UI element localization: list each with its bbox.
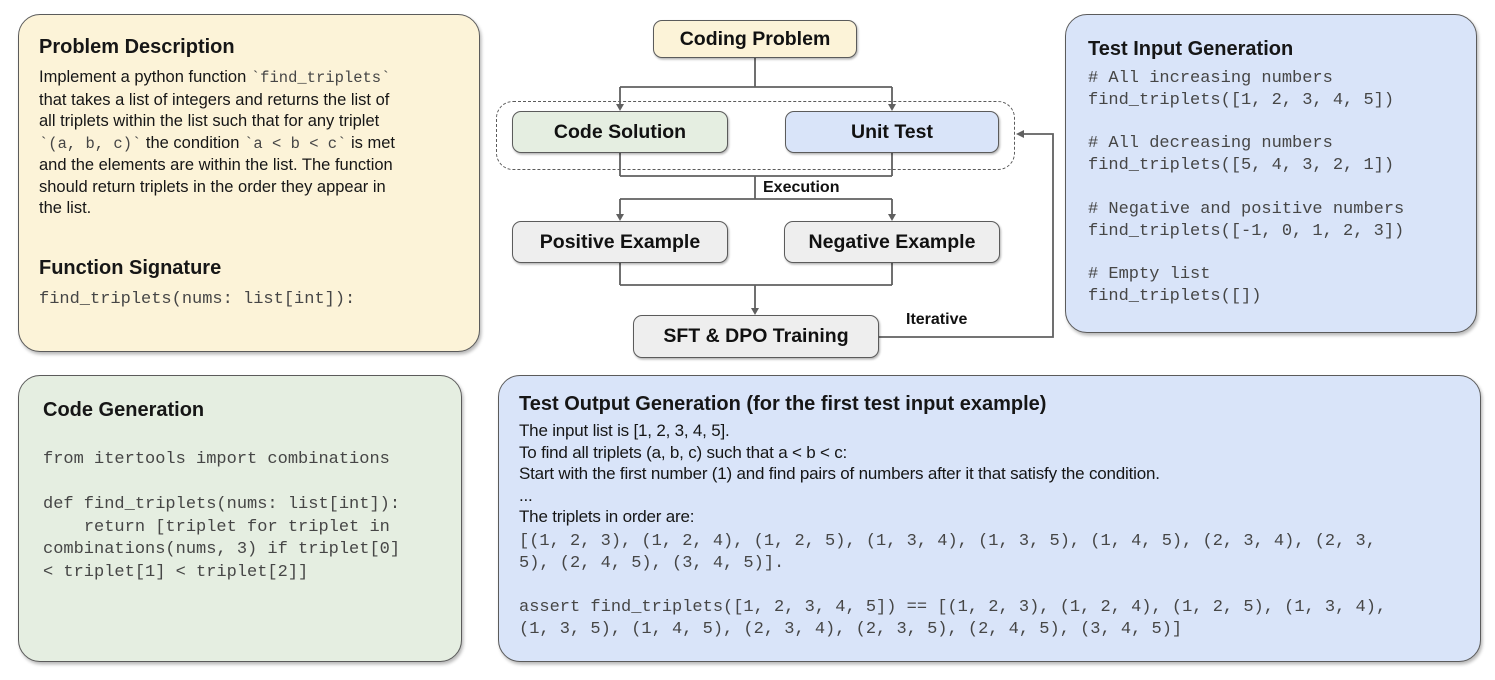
code-generation-code: from itertools import combinations def f… (43, 450, 401, 582)
code-generation-panel: Code Generation from itertools import co… (18, 375, 462, 662)
problem-inline-code: `(a, b, c)` (39, 134, 142, 153)
problem-body-line: should return triplets in the order they… (39, 177, 386, 196)
function-signature-title: Function Signature (39, 256, 222, 279)
problem-inline-code: `find_triplets` (250, 69, 391, 87)
problem-text-segment: is met (346, 133, 395, 152)
arrowhead-left-unit-test-feedback (1016, 130, 1024, 138)
test-output-generation-panel: Test Output Generation (for the first te… (498, 375, 1481, 662)
problem-body-line: Implement a python function `find_triple… (39, 67, 459, 90)
problem-description-body: Implement a python function `find_triple… (39, 67, 459, 220)
iterative-edge-label: Iterative (906, 311, 968, 328)
test-output-body: The input list is [1, 2, 3, 4, 5]. To fi… (519, 420, 1460, 528)
problem-description-title: Problem Description (39, 36, 235, 58)
test-input-generation-panel: Test Input Generation # All increasing n… (1065, 14, 1477, 333)
problem-body-line: `(a, b, c)` the condition `a < b < c` is… (39, 133, 459, 156)
node-code-solution: Code Solution (512, 111, 728, 153)
node-negative-example: Negative Example (784, 221, 1000, 263)
test-output-line: To find all triplets (a, b, c) such that… (519, 442, 848, 462)
node-coding-problem: Coding Problem (653, 20, 857, 58)
problem-description-panel: Problem Description Implement a python f… (18, 14, 480, 352)
problem-body-line: and the elements are within the list. Th… (39, 156, 393, 174)
execution-edge-label: Execution (763, 179, 840, 196)
arrowhead-down-sft-training (751, 308, 759, 315)
test-output-ellipsis: ... (519, 485, 533, 505)
problem-text-segment: the condition (141, 133, 245, 152)
node-positive-example: Positive Example (512, 221, 728, 263)
code-generation-title: Code Generation (43, 399, 205, 421)
test-output-line: The triplets in order are: (519, 507, 695, 526)
node-sft-dpo-training: SFT & DPO Training (633, 315, 879, 358)
edge-examples-converge (619, 263, 893, 308)
node-unit-test: Unit Test (785, 111, 999, 153)
arrowhead-down-negative-example (888, 214, 896, 221)
problem-body-line: that takes a list of integers and return… (39, 90, 390, 109)
arrowhead-down-positive-example (616, 214, 624, 221)
test-output-line: The input list is [1, 2, 3, 4, 5]. (519, 421, 730, 440)
test-input-generation-title: Test Input Generation (1088, 38, 1294, 60)
function-signature-code: find_triplets(nums: list[int]): (39, 289, 356, 309)
problem-body-line: all triplets within the list such that f… (39, 112, 380, 130)
edge-coding-problem-split (619, 58, 893, 107)
problem-inline-code: `a < b < c` (244, 134, 347, 153)
problem-body-line: the list. (39, 199, 92, 217)
test-output-assert-code: assert find_triplets([1, 2, 3, 4, 5]) ==… (519, 597, 1387, 639)
test-output-line: Start with the first number (1) and find… (519, 464, 1160, 483)
test-input-code: # All increasing numbers find_triplets([… (1088, 69, 1405, 306)
test-output-generation-title: Test Output Generation (for the first te… (519, 393, 1047, 415)
problem-text-segment: Implement a python function (39, 68, 251, 86)
test-output-triplets-list: [(1, 2, 3), (1, 2, 4), (1, 2, 5), (1, 3,… (519, 531, 1376, 573)
edge-execution-split (619, 198, 893, 214)
